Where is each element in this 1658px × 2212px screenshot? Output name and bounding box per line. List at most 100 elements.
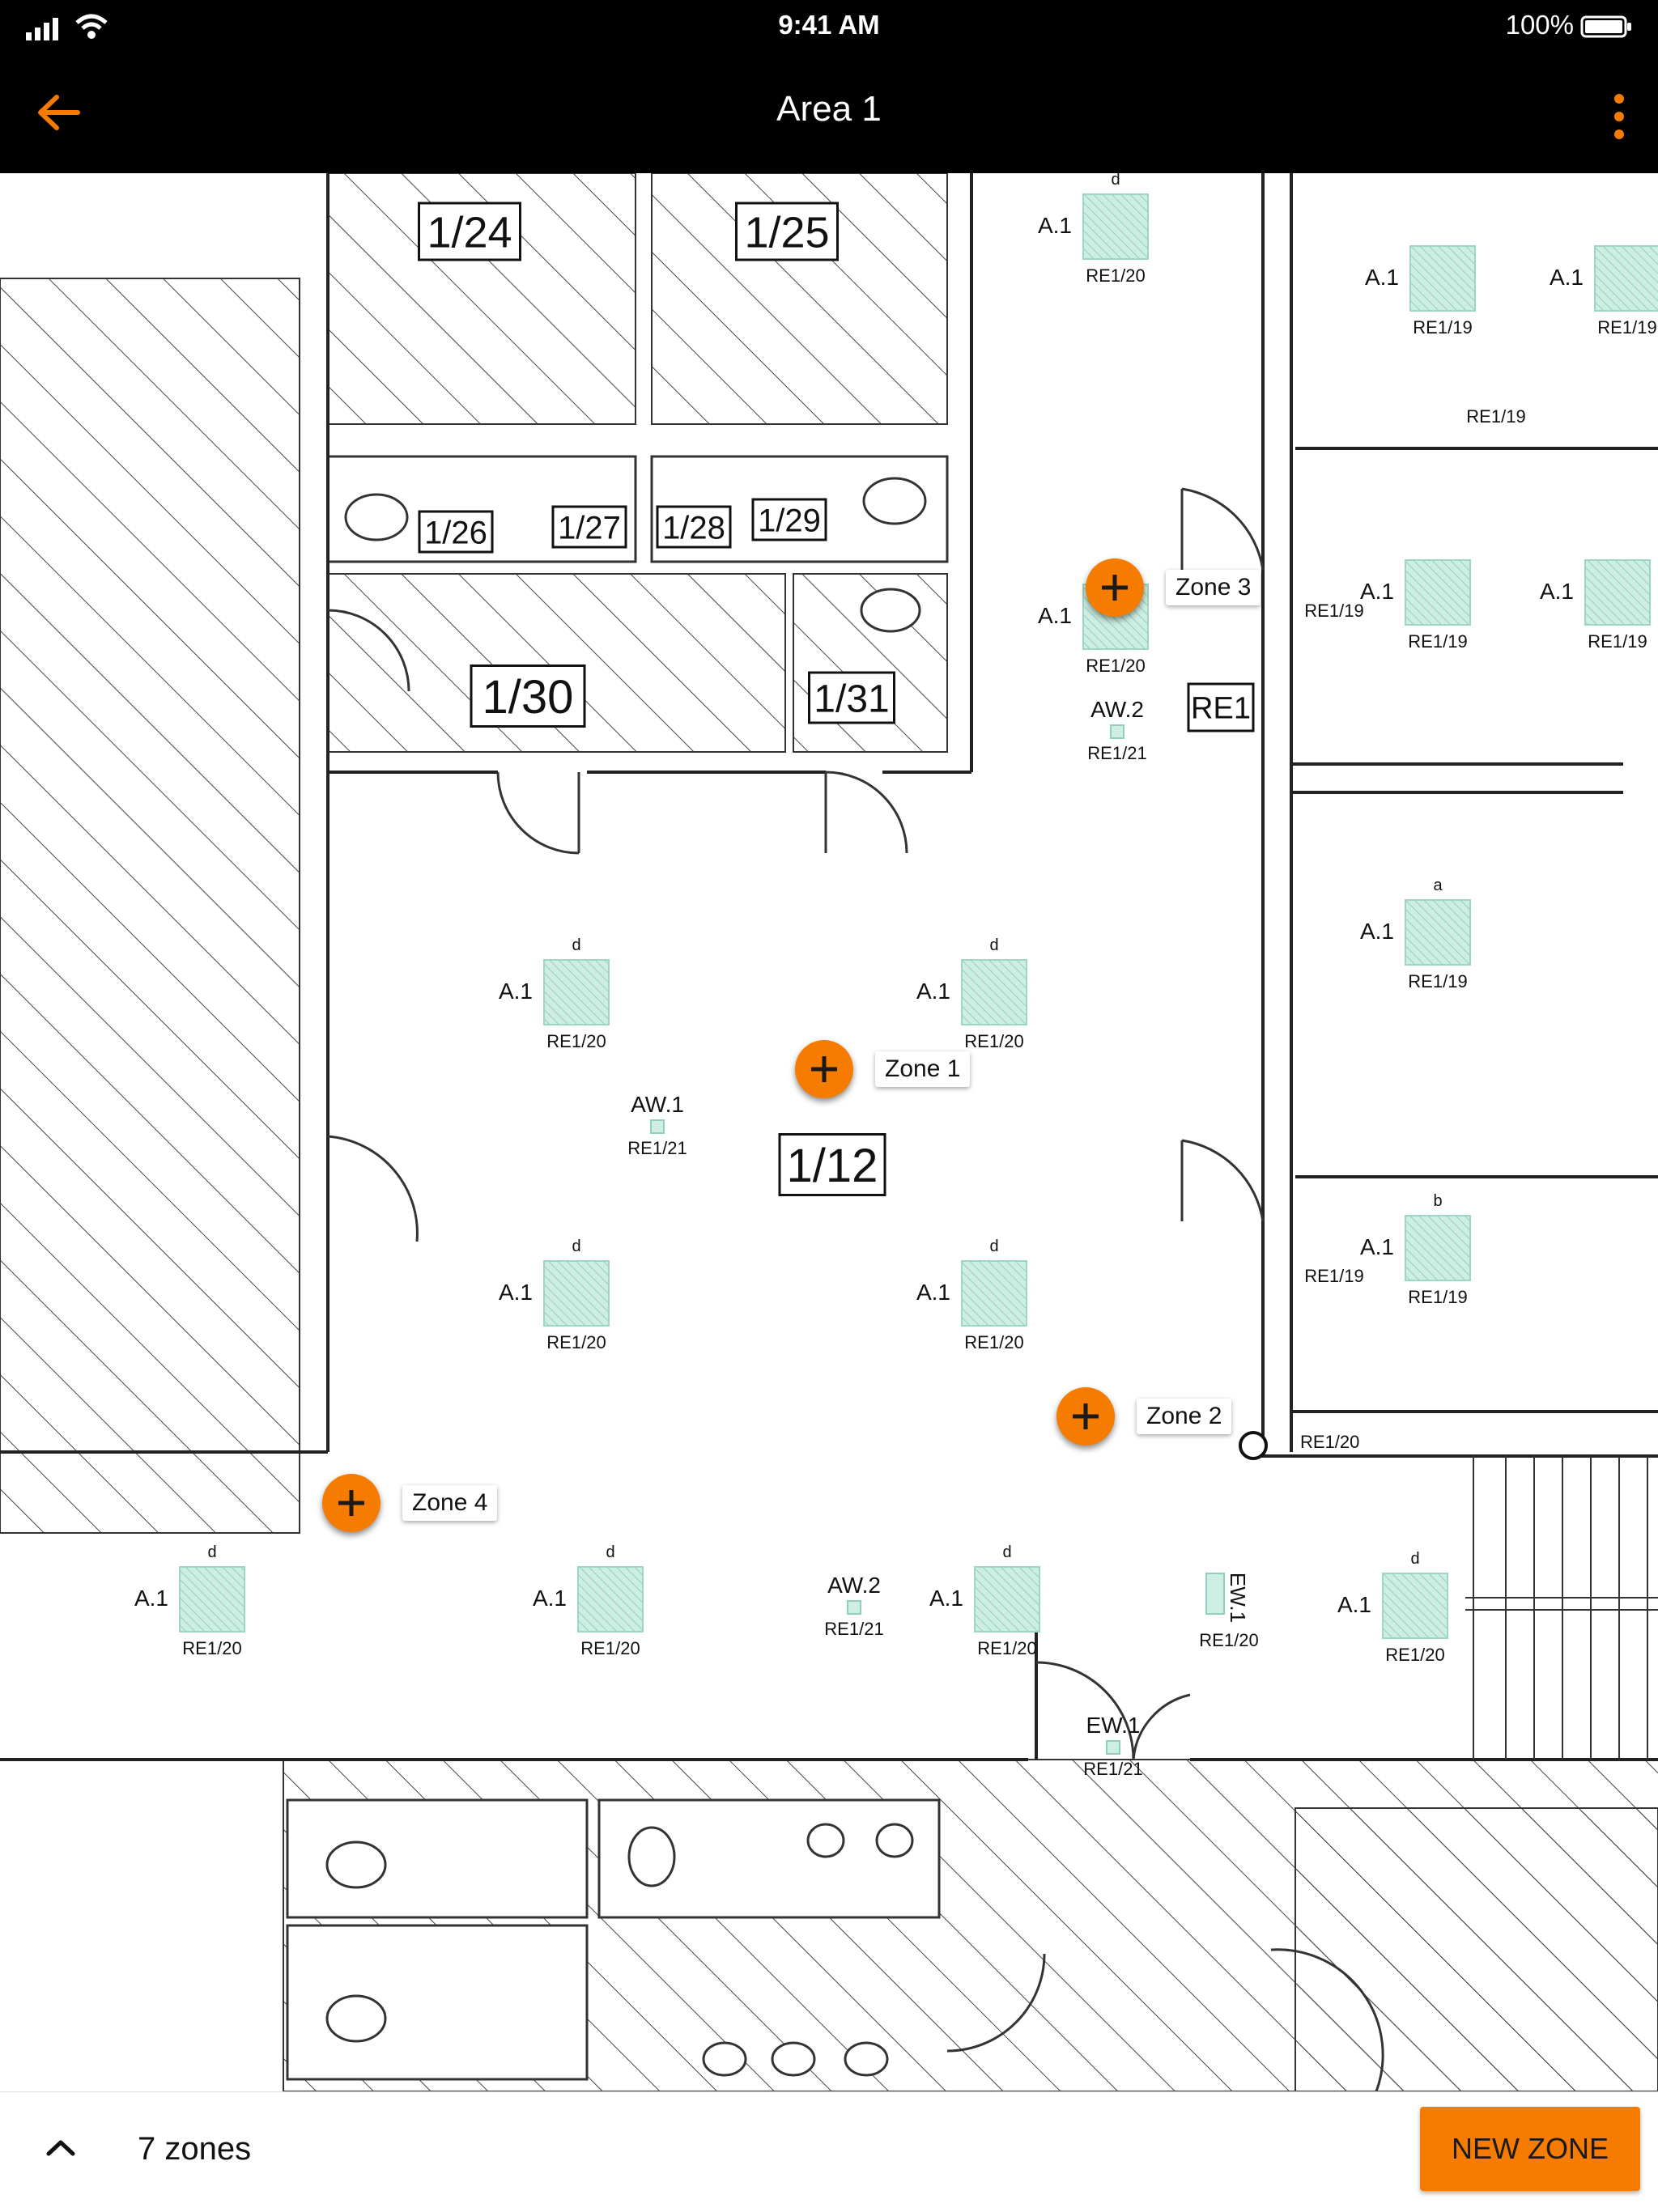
zone-label-4[interactable]: Zone 4	[402, 1485, 498, 1521]
fixture-type-label: A.1	[1365, 265, 1399, 290]
fixture-circuit-label: d	[572, 1238, 580, 1255]
page-title: Area 1	[776, 89, 882, 129]
room-label: 1/12	[787, 1140, 878, 1192]
zone-marker-1[interactable]	[795, 1040, 853, 1098]
zone-marker-2[interactable]	[1056, 1387, 1115, 1446]
fixture-type-label: EW.1	[1086, 1713, 1141, 1738]
fixture-type-label: AW.1	[631, 1092, 684, 1117]
light-fixture	[1594, 245, 1658, 312]
zone-label-1[interactable]: Zone 1	[875, 1051, 971, 1087]
zone-label-3[interactable]: Zone 3	[1166, 570, 1261, 605]
room-label-box	[551, 505, 627, 549]
zones-count: 7 zones	[138, 2131, 252, 2167]
fixture-type-label: A.1	[1337, 1592, 1371, 1617]
fixture-type-label: AW.2	[827, 1573, 881, 1598]
fixture-type-label: A.1	[929, 1586, 963, 1611]
room-label: 1/25	[744, 208, 829, 257]
fixture-type-label: A.1	[1360, 579, 1394, 604]
light-fixture	[1409, 245, 1476, 312]
light-fixture	[1405, 1215, 1471, 1281]
zone-marker-3[interactable]	[1086, 558, 1144, 617]
signal-icon	[26, 16, 66, 40]
light-fixture	[179, 1566, 245, 1632]
zone-label-2[interactable]: Zone 2	[1137, 1399, 1232, 1434]
fixture-type-label: A.1	[499, 1280, 533, 1305]
room-label-box	[751, 498, 827, 541]
fixture-type-label: AW.2	[1090, 697, 1144, 722]
fixture-circuit-label: d	[207, 1543, 216, 1561]
light-fixture	[974, 1566, 1040, 1632]
expand-zones-button[interactable]	[40, 2125, 81, 2173]
fixture-reference-label: RE1/21	[1083, 1759, 1142, 1779]
fixture-reference-label: RE1/20	[580, 1638, 640, 1658]
fixture-circuit-label: d	[1111, 173, 1120, 189]
room-label-box	[470, 664, 586, 728]
new-zone-button[interactable]: NEW ZONE	[1420, 2107, 1640, 2191]
light-fixture	[1584, 559, 1651, 626]
fixture-type-label: A.1	[1360, 919, 1394, 944]
status-bar: 9:41 AM 100%	[0, 0, 1658, 53]
emergency-light	[1205, 1573, 1225, 1615]
fixture-reference-label: RE1/20	[1086, 265, 1145, 286]
fixture-type-label: A.1	[1360, 1234, 1394, 1259]
emergency-light	[650, 1119, 665, 1134]
room-label: 1/27	[558, 510, 621, 546]
fixture-circuit-label: d	[989, 1238, 998, 1255]
fixture-circuit-label: b	[1433, 1192, 1442, 1210]
battery-percentage: 100%	[1505, 10, 1574, 40]
fixture-reference-label: RE1/19	[1408, 631, 1467, 652]
room-label: 1/28	[662, 510, 725, 546]
switch-label: RE1/19	[1304, 601, 1363, 621]
more-vertical-icon	[1614, 94, 1624, 139]
room-label-box	[418, 510, 494, 554]
plus-icon	[1102, 575, 1128, 601]
fixture-reference-label: RE1/21	[824, 1619, 883, 1639]
more-menu-button[interactable]	[1595, 84, 1643, 149]
fixture-reference-label: RE1/21	[627, 1138, 687, 1158]
app-header: Area 1	[0, 53, 1658, 173]
light-fixture	[1405, 559, 1471, 626]
light-fixture	[961, 959, 1027, 1025]
fixture-reference-label: RE1/19	[1408, 1287, 1467, 1307]
emergency-light	[1110, 724, 1124, 739]
switch-label: RE1/19	[1466, 406, 1525, 427]
light-fixture	[1382, 1573, 1448, 1639]
fixture-reference-label: RE1/20	[1385, 1645, 1444, 1665]
fixture-reference-label: RE1/20	[1199, 1630, 1258, 1650]
fixture-reference-label: RE1/19	[1408, 971, 1467, 991]
light-fixture	[543, 959, 610, 1025]
fixture-reference-label: RE1/19	[1413, 317, 1472, 338]
fixture-reference-label: RE1/20	[182, 1638, 241, 1658]
fixture-circuit-label: a	[1433, 877, 1443, 894]
zone-marker-4[interactable]	[322, 1474, 380, 1532]
chevron-up-icon	[46, 2140, 75, 2156]
fixture-type-label: A.1	[499, 979, 533, 1004]
light-fixture	[1082, 193, 1149, 260]
plus-icon	[811, 1056, 837, 1082]
room-label: 1/31	[814, 677, 889, 720]
fixture-reference-label: RE1/20	[977, 1638, 1036, 1658]
room-label-box	[1187, 682, 1255, 732]
fixture-circuit-label: d	[1410, 1550, 1419, 1568]
fixture-type-label: EW.1	[1226, 1573, 1250, 1623]
light-fixture	[961, 1260, 1027, 1327]
plus-icon	[1073, 1403, 1099, 1429]
fixture-reference-label: RE1/21	[1087, 743, 1146, 763]
room-label-box	[735, 202, 839, 261]
fixture-type-label: A.1	[916, 1280, 950, 1305]
fixture-circuit-label: d	[572, 936, 580, 954]
fixture-type-label: A.1	[1038, 603, 1072, 628]
switch-label: RE1/19	[1304, 1266, 1363, 1286]
status-time: 9:41 AM	[778, 10, 880, 40]
wifi-icon	[74, 13, 108, 40]
fixture-type-label: A.1	[1550, 265, 1584, 290]
bottom-bar: 7 zones NEW ZONE	[0, 2091, 1658, 2212]
fixture-reference-label: RE1/20	[546, 1332, 606, 1352]
fixture-type-label: A.1	[134, 1586, 168, 1611]
fixture-reference-label: RE1/19	[1588, 631, 1647, 652]
detector-symbol	[1239, 1431, 1268, 1460]
fixture-reference-label: RE1/19	[1597, 317, 1656, 338]
room-label: 1/26	[424, 515, 487, 550]
back-button[interactable]	[24, 84, 97, 141]
